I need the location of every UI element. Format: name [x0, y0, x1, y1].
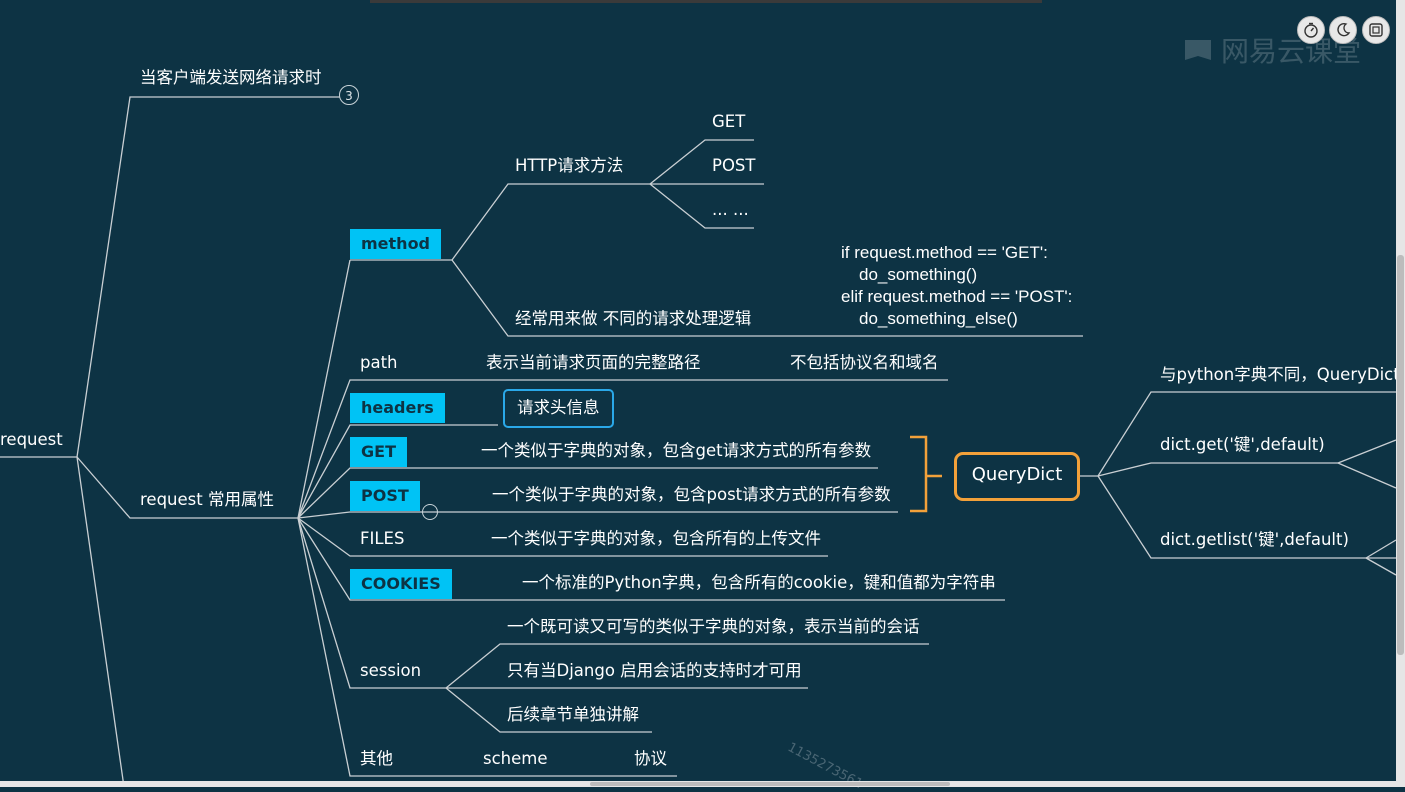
method-tag[interactable]: method — [350, 229, 442, 259]
http-method-node[interactable]: HTTP请求方法 — [515, 156, 624, 175]
other-node[interactable]: 其他 — [360, 749, 393, 768]
horizontal-scrollbar-thumb[interactable] — [590, 782, 950, 786]
session-item[interactable]: 后续章节单独讲解 — [507, 705, 639, 724]
collapse-toggle-icon[interactable] — [422, 504, 438, 520]
brand-logo-icon — [1185, 40, 1211, 60]
http-get-node[interactable]: GET — [712, 112, 746, 131]
vertical-scrollbar-thumb[interactable] — [1397, 255, 1404, 655]
scheme-desc[interactable]: 协议 — [634, 749, 667, 768]
http-more-node[interactable]: ... ... — [712, 200, 749, 219]
http-post-node[interactable]: POST — [712, 156, 756, 175]
path-note[interactable]: 不包括协议名和域名 — [790, 353, 939, 372]
cookies-desc[interactable]: 一个标准的Python字典，包含所有的cookie，键和值都为字符串 — [522, 573, 996, 592]
post-desc[interactable]: 一个类似于字典的对象，包含post请求方式的所有参数 — [492, 485, 891, 504]
session-item[interactable]: 一个既可读又可写的类似于字典的对象，表示当前的会话 — [507, 617, 920, 636]
cookies-tag[interactable]: COOKIES — [350, 569, 452, 599]
scheme-node[interactable]: scheme — [483, 749, 548, 768]
session-node[interactable]: session — [360, 661, 422, 680]
querydict-item[interactable]: dict.get('键',default) — [1160, 435, 1325, 454]
path-desc[interactable]: 表示当前请求页面的完整路径 — [486, 353, 701, 372]
session-item[interactable]: 只有当Django 启用会话的支持时才可用 — [507, 661, 802, 680]
code-line-2: do_something() — [859, 265, 978, 284]
code-line-1: if request.method == 'GET': — [841, 243, 1048, 262]
get-tag[interactable]: GET — [350, 437, 407, 467]
path-node[interactable]: path — [360, 353, 398, 372]
client-request-node[interactable]: 当客户端发送网络请求时 — [140, 68, 322, 87]
querydict-box[interactable]: QueryDict — [954, 452, 1080, 501]
files-desc[interactable]: 一个类似于字典的对象，包含所有的上传文件 — [491, 529, 821, 548]
top-border-bar — [370, 0, 1042, 3]
code-line-4: do_something_else() — [859, 309, 1018, 328]
post-tag[interactable]: POST — [350, 481, 420, 511]
files-node[interactable]: FILES — [360, 529, 405, 548]
headers-tag[interactable]: headers — [350, 393, 445, 423]
moon-icon[interactable] — [1329, 16, 1357, 44]
querydict-item[interactable]: dict.getlist('键',default) — [1160, 530, 1349, 549]
timer-icon[interactable] — [1297, 16, 1325, 44]
code-line-3: elif request.method == 'POST': — [841, 287, 1073, 306]
common-attributes-node[interactable]: request 常用属性 — [140, 490, 274, 509]
headers-desc-box[interactable]: 请求头信息 — [503, 389, 614, 428]
collapsed-count-badge[interactable]: 3 — [339, 85, 359, 105]
querydict-item[interactable]: 与python字典不同，QueryDict类 — [1160, 365, 1405, 384]
fullscreen-icon[interactable] — [1362, 16, 1390, 44]
get-desc[interactable]: 一个类似于字典的对象，包含get请求方式的所有参数 — [481, 441, 872, 460]
root-node[interactable]: request — [0, 430, 63, 449]
method-usage-node[interactable]: 经常用来做 不同的请求处理逻辑 — [515, 309, 752, 328]
